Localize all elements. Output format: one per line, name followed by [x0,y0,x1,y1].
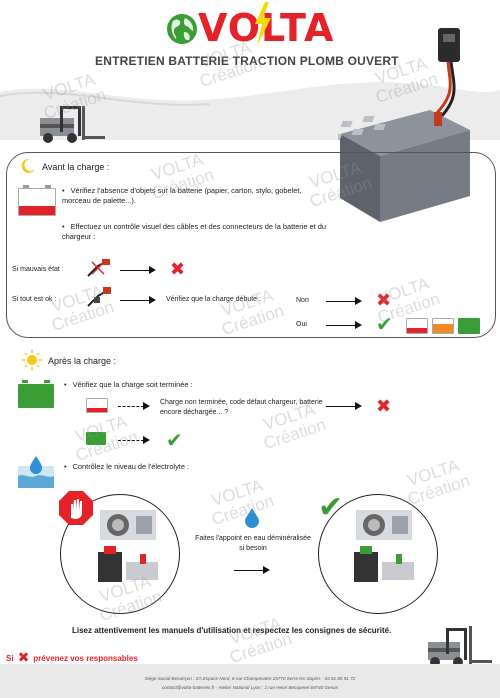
no-label: Non [296,297,309,304]
watermark-line2: Création [405,471,473,510]
section-before-title: Avant la charge : [42,162,110,172]
dashed-arrow-icon [118,440,144,441]
before-bullet-2: •Effectuez un contrôle visuel des câbles… [62,222,337,242]
before-bullet-1: •Vérifiez l'absence d'objets sur la batt… [62,186,332,206]
watermark-line2: Création [209,491,277,530]
battery-red-icon [406,318,428,334]
page-title: ENTRETIEN BATTERIE TRACTION PLOMB OUVERT [95,54,399,68]
forklift-icon [428,626,492,667]
battery-orange-icon [432,318,454,334]
forklift-icon [40,106,105,143]
low-level-circle [60,494,180,614]
arrow-icon [326,406,356,407]
check-icon: ✔ [376,312,393,336]
good-level-circle [318,494,438,614]
bad-state-label: Si mauvais état : [12,266,64,273]
moon-icon [21,158,35,173]
watermark-line2: Création [73,427,141,466]
arrow-icon [326,325,356,326]
footer-line-2: contact@volta-batteries.fr · Atelier Nat… [161,685,338,690]
lightning-icon [255,2,271,46]
arrow-head [143,402,150,410]
after-bullet-2: • Contrôlez le niveau de l'électrolyte : [64,462,314,472]
arrow-head [149,266,156,274]
safety-notice: Lisez attentivement les manuels d'utilis… [72,626,392,635]
bullet-dot: • [62,222,65,231]
arrow-icon [120,270,150,271]
arrow-head [263,566,270,574]
yes-label: Oui [296,321,307,328]
arrow-icon [326,301,356,302]
arrow-head [149,296,156,304]
charger-plug-icon [87,287,111,307]
traction-battery-image [338,28,470,222]
topup-text: Faites l'appoint en eau déminéralisée si… [195,535,311,552]
check-icon: ✔ [166,428,183,452]
warning-prefix: Si [6,653,14,663]
charge-not-done-text: Charge non terminée, code défaut chargeu… [160,399,323,416]
arrow-head [355,402,362,410]
warning-line: Si ✖ prévenez vos responsables [6,650,138,666]
footer [0,664,500,698]
arrow-head [143,436,150,444]
battery-full-icon [18,380,54,408]
water-drop-icon [18,456,54,488]
water-drop-icon [245,508,259,528]
bullet-dot: • [62,186,65,195]
good-state-label: Si tout est ok : [12,296,57,303]
stop-hand-icon [59,491,93,525]
check-icon: ✔ [318,490,344,525]
section-before-charge [6,152,496,338]
after-bullet-1: • Vérifiez que la charge soit terminée : [64,380,314,390]
cross-icon: ✖ [376,396,392,417]
bullet-dot: • [64,462,67,471]
before-bullet-2-text: Effectuez un contrôle visuel des câbles … [62,222,327,241]
battery-charged-icon [86,432,106,445]
cross-icon: ✖ [376,290,392,311]
check-charge-label: Vérifiez que la charge débute : [166,296,261,303]
globe-icon [167,14,197,44]
arrow-head [355,297,362,305]
warning-text: prévenez vos responsables [33,653,138,663]
arrow-icon [234,570,264,571]
cell-good-level-image [354,510,414,582]
battery-low-icon [86,398,108,413]
damaged-cable-icon [87,259,110,277]
cross-icon: ✖ [170,259,186,280]
dashed-arrow-icon [118,406,144,407]
cross-icon: ✖ [17,650,30,666]
footer-line-1: Siège Social Besançon : ZA Espace Nord, … [144,676,356,681]
sun-icon [22,350,42,370]
cell-low-level-image [98,510,158,582]
bullet-dot: • [64,380,67,389]
watermark-line1: VOLTA [404,455,462,491]
battery-icon [18,185,56,216]
section-after-title: Après la charge : [48,356,117,366]
watermark-line2: Création [261,415,329,454]
before-bullet-1-text: Vérifiez l'absence d'objets sur la batte… [62,186,302,205]
after-bullet-1-text: Vérifiez que la charge soit terminée : [72,380,193,389]
after-bullet-2-text: Contrôlez le niveau de l'électrolyte : [72,462,190,471]
arrow-head [355,321,362,329]
arrow-icon [120,300,150,301]
battery-green-icon [458,318,480,334]
watermark-line1: VOLTA [208,475,266,511]
